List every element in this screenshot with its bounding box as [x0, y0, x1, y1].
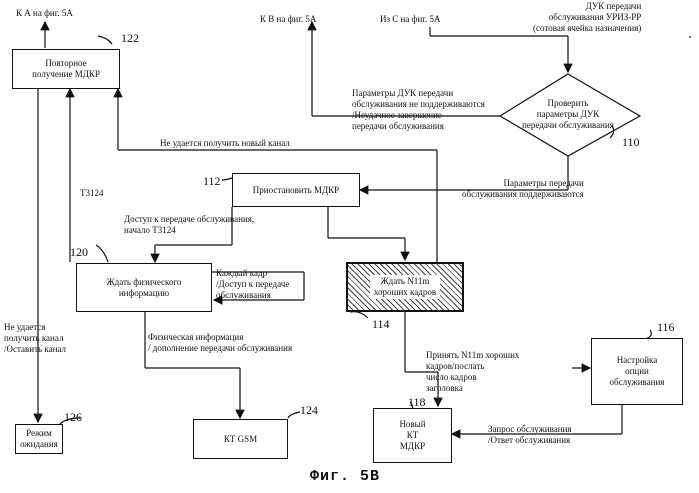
- stop-mdkr-box: Приостановить МДКР: [232, 173, 360, 207]
- label-to-b: К В на фиг. 5А: [260, 14, 316, 25]
- ref-118: 118: [408, 396, 426, 409]
- reacquire-mdkr-box: Повторное получение МДКР: [12, 49, 120, 89]
- label-to-a: К А на фиг. 5А: [16, 8, 73, 19]
- label-from-c: Из С на фиг. 5А: [380, 14, 440, 25]
- kt-gsm-box: КТ GSM: [193, 419, 288, 459]
- ref-112: 112: [203, 175, 221, 188]
- label-duk-input: ДУК передачи обслуживания УРИЗ-РР (сотов…: [533, 1, 641, 34]
- label-t3124: Т3124: [80, 188, 104, 199]
- idle-mode-box: Режим ожидания: [15, 424, 63, 454]
- label-physical-info: Физическая информация / дополнение перед…: [148, 332, 292, 354]
- label-supported: Параметры передачи обслуживания поддержи…: [462, 178, 584, 200]
- service-option-box: Настройка опции обслуживания: [591, 338, 683, 405]
- ref-120: 120: [70, 246, 88, 259]
- ref-110: 110: [622, 136, 640, 149]
- ref-114: 114: [372, 318, 390, 331]
- ref-116: 116: [657, 321, 675, 334]
- label-cannot-get-channel: Не удается получить канал /Оставить кана…: [4, 322, 66, 355]
- figure-caption: Фиг. 5В: [310, 468, 380, 485]
- label-access: Доступ к передаче обслуживания, начало Т…: [124, 214, 254, 236]
- wait-good-frames-label: Ждать N11m хороших кадров: [370, 275, 440, 299]
- label-every-frame: Каждый кадр /Доступ к передаче обслужива…: [216, 268, 289, 301]
- label-not-supported: Параметры ДУК передачи обслуживания не п…: [352, 88, 485, 132]
- check-params-diamond-label: Проверить параметры ДУК передачи обслужи…: [520, 94, 616, 134]
- label-service-request: Запрос обслуживания /Ответ обслуживания: [488, 424, 572, 446]
- wait-good-frames-box: Ждать N11m хороших кадров: [346, 262, 464, 312]
- ref-126: 126: [64, 411, 82, 424]
- label-no-new-channel: Не удается получить новый канал: [160, 138, 290, 149]
- ref-124: 124: [300, 404, 318, 417]
- wait-physical-info-box: Ждать физического информацию: [76, 263, 212, 312]
- label-accept-frames: Принять N11m хороших кадров/послать числ…: [426, 350, 519, 394]
- ref-122: 122: [121, 32, 139, 45]
- new-kt-mdkr-box: Новый КТ МДКР: [373, 408, 452, 463]
